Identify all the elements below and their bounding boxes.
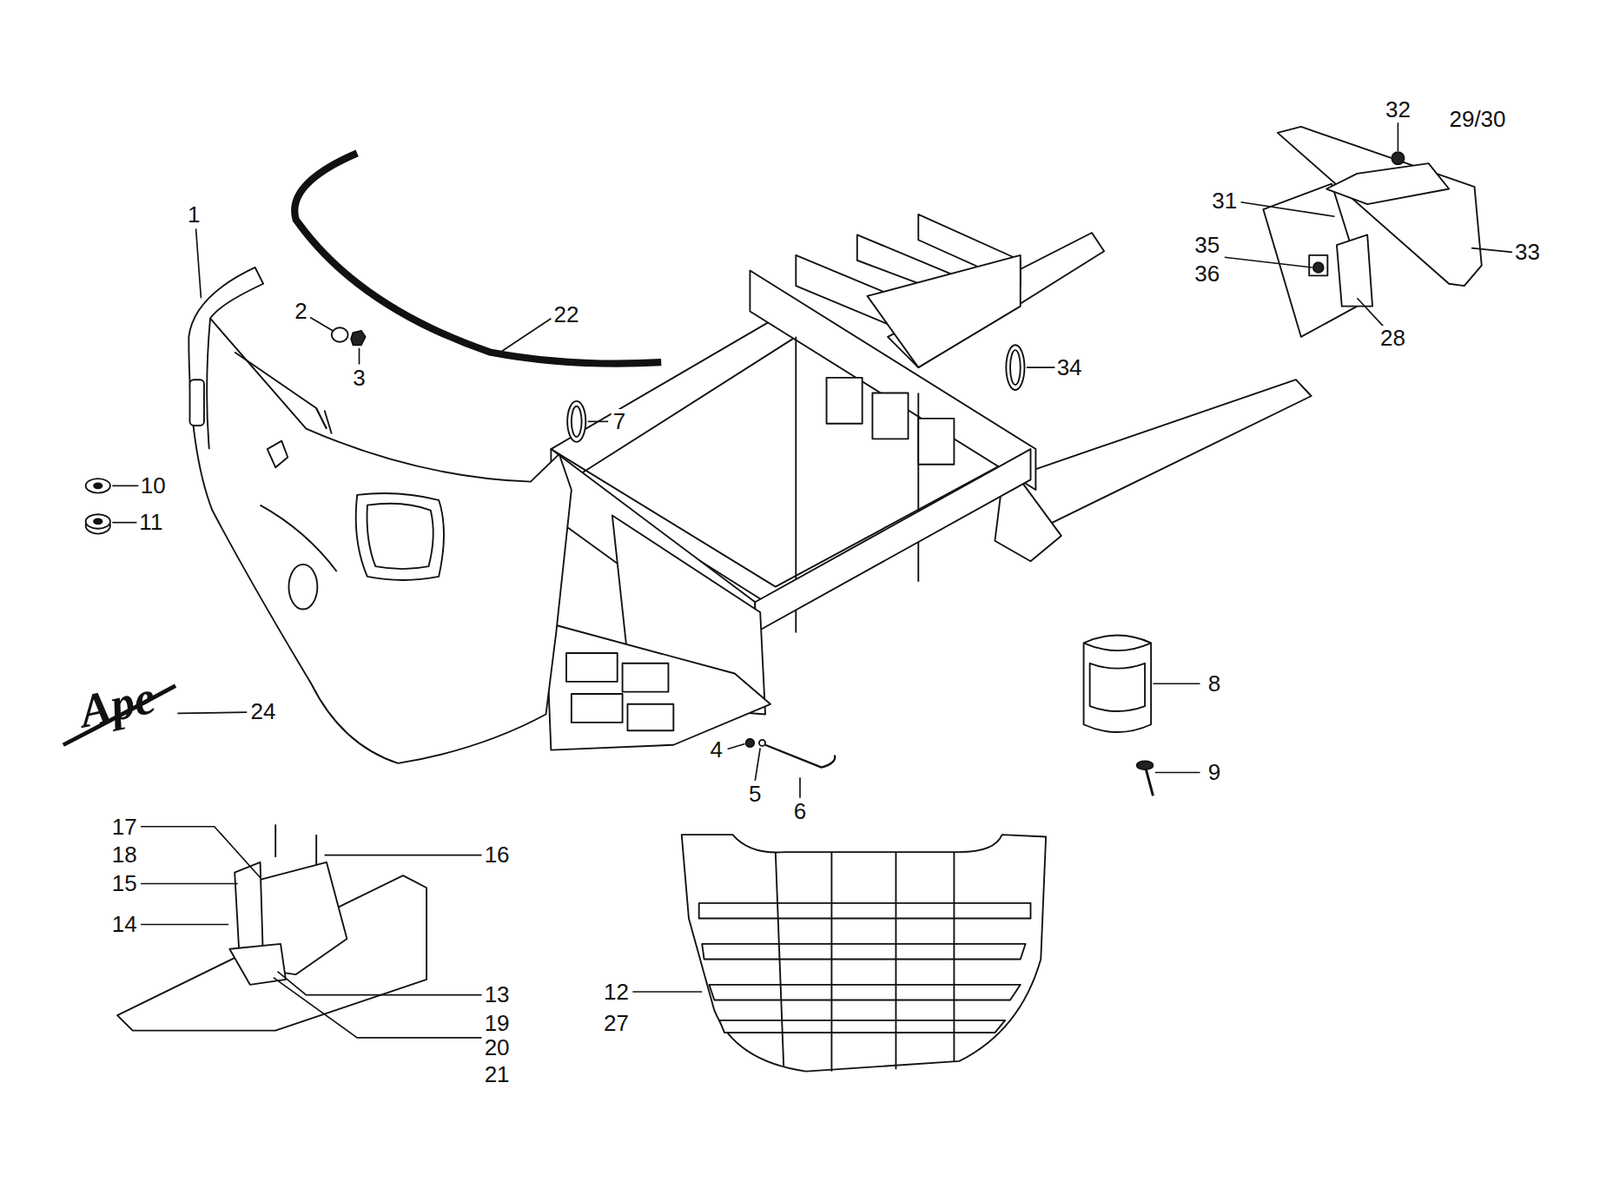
callout-number: 6 bbox=[792, 799, 808, 824]
callout-number: 36 bbox=[1192, 261, 1222, 286]
callout-number: 12 bbox=[601, 979, 631, 1005]
callout-number: 7 bbox=[611, 409, 628, 434]
callout-number: 15 bbox=[110, 871, 139, 896]
callout-number: 21 bbox=[482, 1062, 512, 1087]
callout-number: 18 bbox=[110, 842, 139, 867]
callout-number: 29/30 bbox=[1447, 106, 1508, 132]
logo-text: Ape bbox=[73, 672, 162, 737]
callout-number: 10 bbox=[138, 473, 168, 498]
callout-number: 16 bbox=[482, 842, 512, 867]
callout-number: 28 bbox=[1378, 325, 1408, 351]
callout-number: 2 bbox=[292, 298, 309, 324]
callout-number: 31 bbox=[1209, 188, 1239, 213]
callout-number: 9 bbox=[1206, 760, 1223, 785]
callout-number: 8 bbox=[1206, 671, 1223, 696]
callout-number: 19 bbox=[482, 1011, 512, 1036]
callout-number: 1 bbox=[185, 202, 202, 227]
callout-number: 17 bbox=[110, 814, 139, 840]
callout-number: 32 bbox=[1383, 97, 1413, 122]
callout-number: 5 bbox=[747, 781, 763, 807]
callout-number: 22 bbox=[552, 302, 582, 327]
callout-number: 34 bbox=[1055, 355, 1085, 380]
callout-number: 11 bbox=[137, 509, 165, 535]
callout-number: 27 bbox=[601, 1011, 631, 1036]
callout-number: 20 bbox=[482, 1035, 512, 1060]
callout-number: 14 bbox=[110, 912, 139, 937]
callout-number: 24 bbox=[249, 699, 278, 724]
callout-number: 33 bbox=[1513, 239, 1542, 265]
callout-number: 13 bbox=[482, 982, 512, 1007]
callout-number: 3 bbox=[350, 365, 367, 391]
callout-number: 35 bbox=[1192, 232, 1222, 258]
callout-number: 4 bbox=[707, 737, 724, 762]
